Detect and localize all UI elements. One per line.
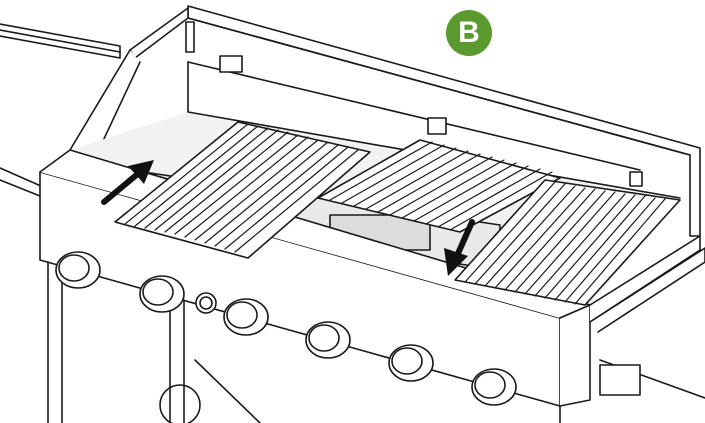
burner-knob-4 [305,321,351,359]
arrow-middle-grate [444,219,475,276]
burner-knob-6 [471,368,517,406]
burner-knob-5 [388,344,434,382]
burner-knobs [55,251,517,406]
burner-knob-3 [223,298,269,336]
left-side-shelf [0,23,121,201]
step-label: B [458,16,480,49]
arrow-left-grate [101,160,154,205]
ignition-button [195,292,217,314]
cooking-grate-right [454,179,681,306]
cooking-grate-left [114,121,371,259]
cooking-grate-middle [317,139,561,233]
cart-frame [47,261,561,423]
step-badge: B [446,10,492,56]
burner-knob-2 [139,275,185,313]
burner-knob-1 [55,251,101,289]
right-side-shelf [589,247,705,399]
